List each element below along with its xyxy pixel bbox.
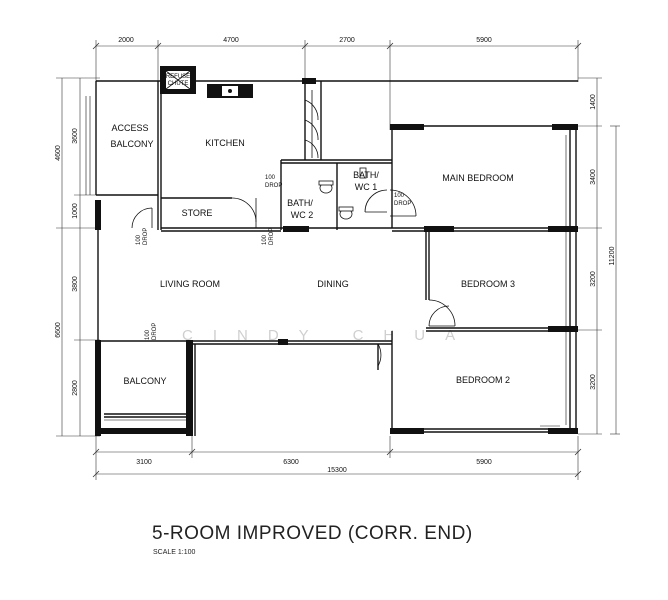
drop-store-label: DROP bbox=[269, 228, 275, 245]
dim-bottom-1: 3100 bbox=[136, 459, 152, 466]
access-balcony-label-2: BALCONY bbox=[110, 139, 153, 149]
dim-left-outer-2: 6600 bbox=[55, 322, 62, 338]
drop-store-value: 100 bbox=[262, 234, 268, 245]
dim-left-inner-3: 3800 bbox=[72, 276, 79, 292]
living-room-label: LIVING ROOM bbox=[160, 279, 220, 289]
kitchen-label: KITCHEN bbox=[205, 138, 245, 148]
doors bbox=[131, 90, 456, 367]
bedroom-2-label: BEDROOM 2 bbox=[456, 375, 510, 385]
dimension-lines bbox=[56, 40, 620, 480]
store-label: STORE bbox=[182, 208, 213, 218]
watermark: CINDY CHUA bbox=[182, 327, 475, 344]
dim-top-2: 4700 bbox=[223, 37, 239, 44]
bath-wc-2-label-1: BATH/ bbox=[287, 198, 313, 208]
dim-top-4: 5900 bbox=[476, 37, 492, 44]
drop-kitchen-bath-label: DROP bbox=[265, 183, 282, 189]
dim-bottom-3: 5900 bbox=[476, 459, 492, 466]
columns bbox=[95, 78, 578, 436]
dim-left-inner-4: 2800 bbox=[72, 380, 79, 396]
dim-right-inner-1: 1400 bbox=[590, 94, 597, 110]
drop-access-value: 100 bbox=[136, 234, 142, 245]
dim-bottom-total: 15300 bbox=[327, 467, 347, 474]
bath-wc-2-label-2: WC 2 bbox=[291, 210, 314, 220]
dimension-ticks bbox=[92, 42, 582, 478]
dim-top-3: 2700 bbox=[339, 37, 355, 44]
dim-right-inner-2: 3400 bbox=[590, 169, 597, 185]
windows bbox=[85, 96, 567, 427]
dim-left-inner-1: 3600 bbox=[72, 128, 79, 144]
dim-top-1: 2000 bbox=[118, 37, 134, 44]
refuse-chute-label-1: REFUSE bbox=[166, 74, 190, 80]
dim-right-outer: 11200 bbox=[609, 246, 616, 265]
bath-wc-1-label-2: WC 1 bbox=[355, 182, 378, 192]
drop-main-bedroom-label: DROP bbox=[394, 201, 411, 207]
refuse-chute-icon bbox=[160, 66, 196, 94]
balcony-label: BALCONY bbox=[123, 376, 166, 386]
dim-left-inner-2: 1000 bbox=[72, 203, 79, 219]
dim-bottom-2: 6300 bbox=[283, 459, 299, 466]
refuse-chute-label-2: CHUTE bbox=[168, 81, 189, 87]
dining-label: DINING bbox=[317, 279, 349, 289]
dim-left-outer-1: 4600 bbox=[55, 145, 62, 161]
plan-scale: SCALE 1:100 bbox=[153, 549, 196, 556]
dim-right-inner-3: 3200 bbox=[590, 271, 597, 287]
bedroom-3-label: BEDROOM 3 bbox=[461, 279, 515, 289]
drop-balcony-value: 100 bbox=[145, 329, 151, 340]
access-balcony-label-1: ACCESS bbox=[111, 123, 148, 133]
kitchen-sink-icon bbox=[207, 84, 253, 98]
bath-wc-1-label-1: BATH/ bbox=[353, 170, 379, 180]
toilet-icon bbox=[318, 167, 367, 220]
drop-balcony-label: DROP bbox=[152, 323, 158, 340]
drop-main-bedroom-value: 100 bbox=[394, 193, 405, 199]
main-bedroom-label: MAIN BEDROOM bbox=[442, 173, 514, 183]
drop-access-label: DROP bbox=[143, 228, 149, 245]
plan-title: 5-ROOM IMPROVED (CORR. END) bbox=[152, 523, 473, 544]
dim-right-inner-4: 3200 bbox=[590, 374, 597, 390]
drop-kitchen-bath-value: 100 bbox=[265, 175, 276, 181]
